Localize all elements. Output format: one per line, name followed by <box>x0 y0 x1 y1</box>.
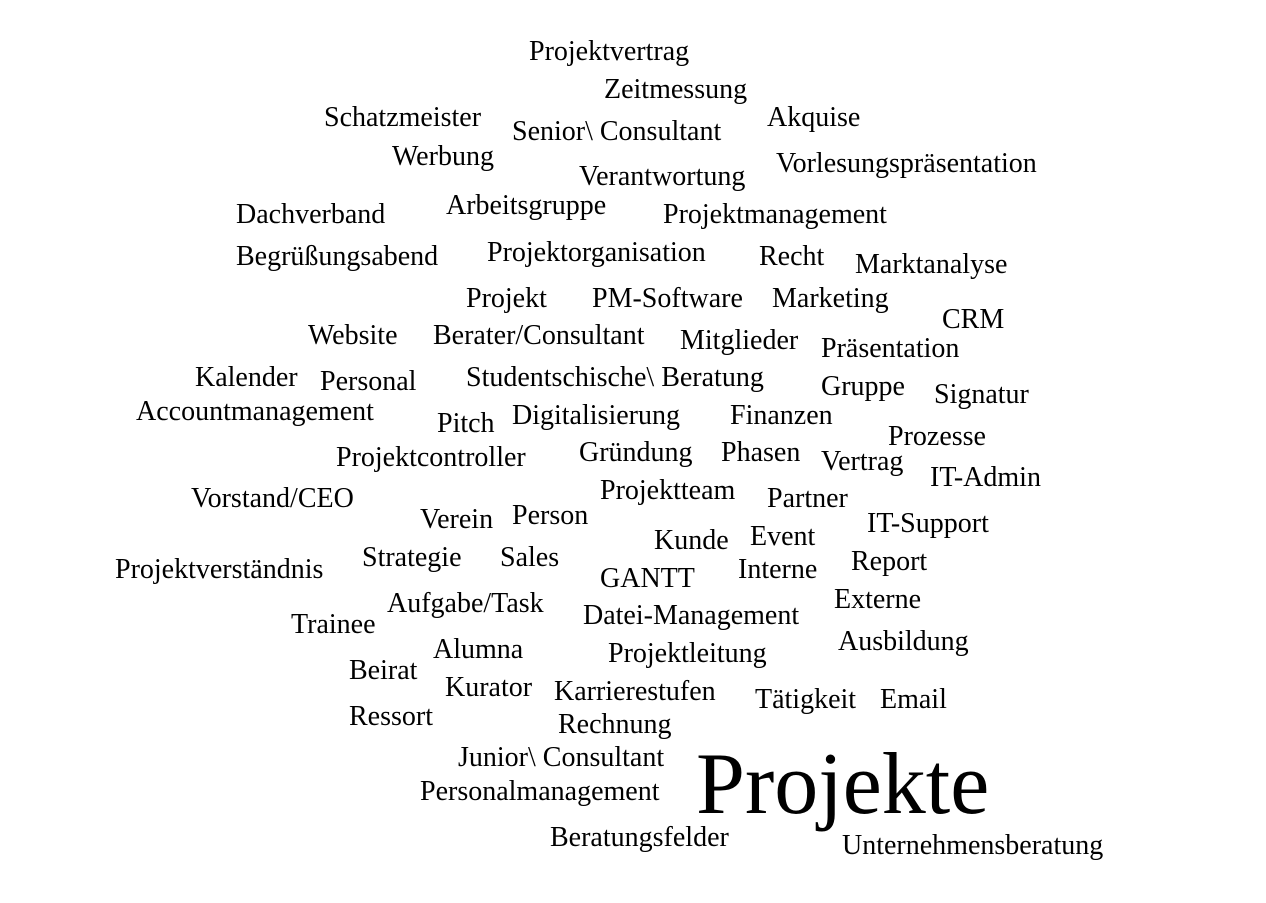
word: IT-Support <box>867 508 989 539</box>
word: Vorlesungspräsentation <box>776 148 1037 179</box>
word: Verein <box>420 504 494 535</box>
word: CRM <box>942 304 1005 335</box>
word: Präsentation <box>821 333 960 364</box>
word: Pitch <box>437 408 495 439</box>
word: Marktanalyse <box>855 249 1008 280</box>
word: Website <box>308 320 398 351</box>
word: Dachverband <box>236 199 386 230</box>
word: Junior\ Consultant <box>458 742 665 773</box>
word: Karrierestufen <box>554 676 716 707</box>
word: Vertrag <box>821 446 904 477</box>
word: IT-Admin <box>930 462 1041 493</box>
word: Phasen <box>721 437 801 468</box>
word: Kalender <box>195 362 298 393</box>
word: Arbeitsgruppe <box>446 190 607 221</box>
word: Marketing <box>772 283 889 314</box>
word: Werbung <box>392 141 494 172</box>
word: GANTT <box>600 563 695 594</box>
word: Prozesse <box>888 421 986 452</box>
word: Event <box>750 521 816 552</box>
word: Beirat <box>349 655 418 686</box>
word: Zeitmessung <box>604 74 748 105</box>
word: Projektmanagement <box>663 199 887 230</box>
word: Signatur <box>934 379 1029 410</box>
word: Schatzmeister <box>324 102 482 133</box>
word: Person <box>512 500 589 531</box>
word: Mitglieder <box>680 325 799 356</box>
word: Senior\ Consultant <box>512 116 722 147</box>
word: Interne <box>738 554 818 585</box>
word: Akquise <box>767 102 861 133</box>
word: Personal <box>320 366 417 397</box>
word: Projekt <box>466 283 547 314</box>
word: Strategie <box>362 542 462 573</box>
word: Email <box>880 684 947 715</box>
word: Beratungsfelder <box>550 822 729 853</box>
word: Berater/Consultant <box>433 320 645 351</box>
word: Studentschische\ Beratung <box>466 362 764 393</box>
word: Report <box>851 546 928 577</box>
word: Projektverständnis <box>115 554 324 585</box>
word: Finanzen <box>730 400 833 431</box>
word: Kunde <box>654 525 729 556</box>
word: Aufgabe/Task <box>387 588 544 619</box>
word: Datei-Management <box>583 600 800 631</box>
word: Projektorganisation <box>487 237 706 268</box>
word: Recht <box>759 241 825 272</box>
word: Kurator <box>445 672 533 703</box>
word: Vorstand/CEO <box>191 483 354 514</box>
word: Projektteam <box>600 475 736 506</box>
word: Partner <box>767 483 848 514</box>
word: Sales <box>500 542 560 573</box>
word: Ressort <box>349 701 433 732</box>
word: Externe <box>834 584 922 615</box>
word: Gruppe <box>821 371 905 402</box>
word: Alumna <box>433 634 524 665</box>
word: Ausbildung <box>838 626 969 657</box>
word: Gründung <box>579 437 693 468</box>
word: Personalmanagement <box>420 776 660 807</box>
word: Accountmanagement <box>136 396 374 427</box>
word: Verantwortung <box>579 161 746 192</box>
word: Tätigkeit <box>755 684 857 715</box>
word-highlight: Projekte <box>696 736 990 833</box>
word: Begrüßungsabend <box>236 241 439 272</box>
word: Unternehmensberatung <box>842 830 1104 861</box>
word: Projektleitung <box>608 638 767 669</box>
word: Digitalisierung <box>512 400 680 431</box>
word: Trainee <box>291 609 376 640</box>
word: Rechnung <box>558 709 672 740</box>
word: PM-Software <box>592 283 743 314</box>
word: Projektvertrag <box>529 36 690 67</box>
word: Projektcontroller <box>336 442 526 473</box>
